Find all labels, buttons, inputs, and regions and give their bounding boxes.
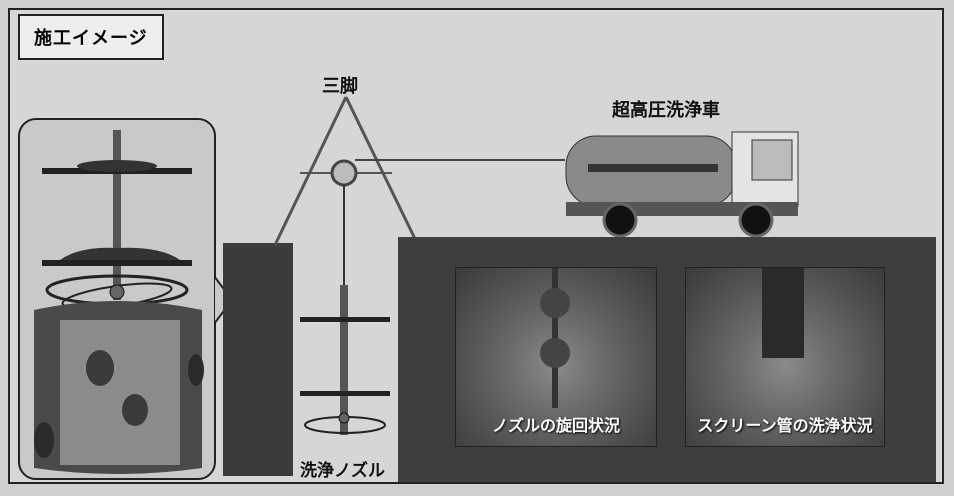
photo-nozzle-rotation: ノズルの旋回状況 bbox=[455, 267, 657, 447]
photo-caption-screen: スクリーン管の洗浄状況 bbox=[697, 416, 873, 435]
nozzle-head bbox=[109, 284, 125, 300]
page-title: 施工イメージ bbox=[18, 14, 164, 60]
truck-illustration bbox=[565, 131, 799, 238]
hose-line bbox=[355, 159, 565, 161]
well-pipe bbox=[223, 243, 293, 476]
photo-caption-nozzle: ノズルの旋回状況 bbox=[491, 416, 620, 435]
lower-disc bbox=[42, 260, 192, 266]
photo-screen-cleaning: スクリーン管の洗浄状況 bbox=[685, 267, 885, 447]
zoom-illustration bbox=[34, 130, 204, 474]
pulley-icon bbox=[330, 159, 358, 187]
rod bbox=[113, 130, 121, 300]
truck-label: 超高圧洗浄車 bbox=[612, 100, 720, 121]
nozzle-label: 洗浄ノズル bbox=[300, 461, 385, 481]
tripod-illustration bbox=[273, 96, 420, 435]
tripod-label: 三脚 bbox=[322, 76, 358, 97]
zoom-callout bbox=[18, 118, 216, 480]
truck-wheel bbox=[602, 202, 638, 238]
